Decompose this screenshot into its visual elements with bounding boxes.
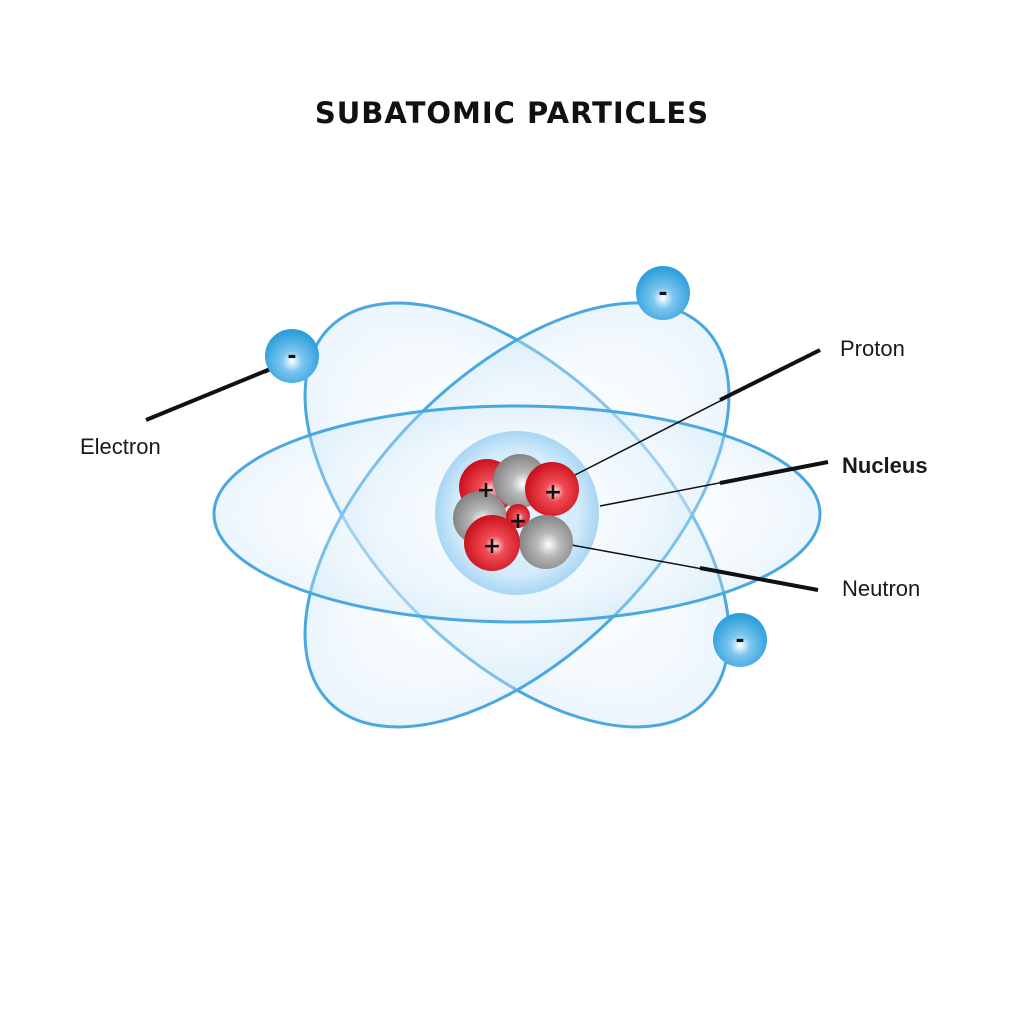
- electron-leader-line: [145, 361, 286, 422]
- proton-particle: [506, 504, 530, 528]
- electron-label: Electron: [80, 434, 161, 459]
- neutron-particle: [519, 515, 573, 569]
- nucleons: [453, 454, 579, 571]
- neutron-label: Neutron: [842, 576, 921, 601]
- proton-label: Proton: [840, 336, 905, 361]
- proton-charge-sign: +: [544, 480, 562, 505]
- proton-charge-sign: +: [483, 534, 501, 559]
- nucleus-leader-line-thick: [719, 460, 829, 485]
- electron-particle: -: [636, 266, 690, 320]
- proton-particle: [525, 462, 579, 516]
- electron-charge-sign: -: [658, 281, 667, 306]
- nucleus-label: Nucleus: [842, 453, 928, 478]
- proton-charge-sign: +: [477, 478, 495, 503]
- neutron-leader-line-thick: [699, 566, 819, 592]
- electron-particle: -: [265, 329, 319, 383]
- diagram-title: SUBATOMIC PARTICLES: [314, 96, 710, 130]
- proton-particle: [464, 515, 520, 571]
- electron-charge-sign: -: [735, 628, 744, 653]
- proton-charge-sign: +: [509, 509, 527, 534]
- proton-leader-line-thick: [719, 348, 821, 402]
- electron-charge-sign: -: [287, 344, 296, 369]
- electron-particle: -: [713, 613, 767, 667]
